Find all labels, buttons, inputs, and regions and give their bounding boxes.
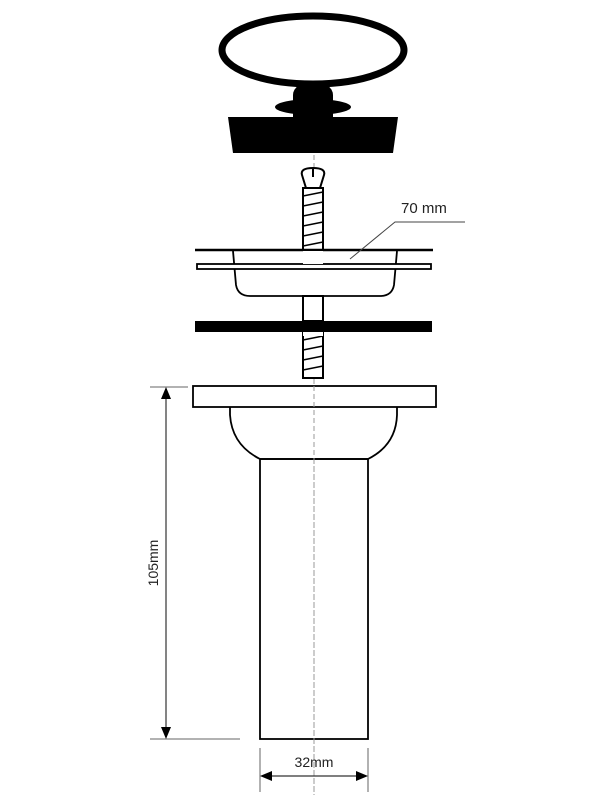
ring-pull-stopper xyxy=(218,12,408,153)
pipe-width-label: 32mm xyxy=(295,754,334,770)
strainer xyxy=(195,248,433,322)
pipe-width-dimension: 32mm xyxy=(259,748,369,792)
strainer-diameter-label: 70 mm xyxy=(401,200,447,217)
gasket xyxy=(195,321,432,332)
height-dimension: 105mm xyxy=(145,386,240,740)
waste-body xyxy=(192,385,437,795)
height-label: 105mm xyxy=(145,540,161,587)
strainer-dimension: 70 mm xyxy=(349,200,465,260)
pull-ring xyxy=(218,12,408,88)
stopper-plug xyxy=(228,117,398,153)
